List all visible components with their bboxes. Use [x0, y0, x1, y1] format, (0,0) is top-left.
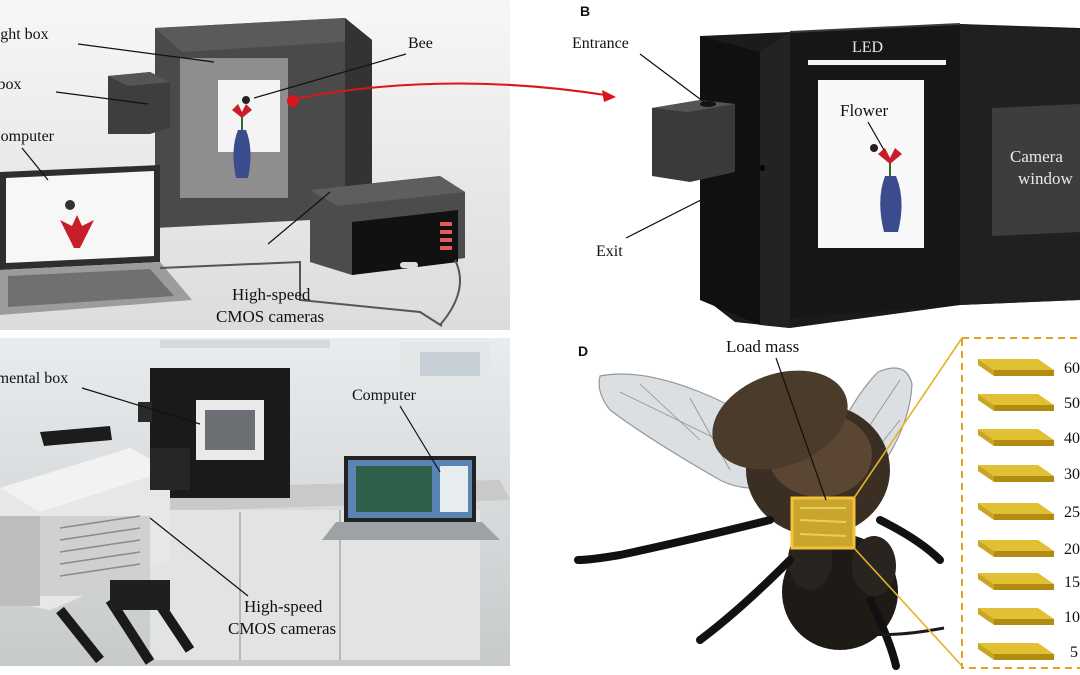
plate-30 [978, 465, 1054, 482]
label-load-mass: Load mass [726, 337, 799, 356]
label-light-box: Light box [0, 26, 49, 43]
plate-40 [978, 429, 1054, 446]
label-led: LED [852, 39, 883, 56]
plate-25 [978, 503, 1054, 520]
panel-a: Light box Entry box Computer Bee High-sp… [0, 0, 616, 330]
entrance-box-3d [652, 100, 765, 182]
label-exit: Exit [596, 243, 623, 260]
panel-d: D [574, 337, 1080, 670]
label-bee: Bee [408, 35, 433, 52]
mass-label-50: 50 [1064, 395, 1080, 412]
mass-label-15: 15 [1064, 574, 1080, 591]
panel-letter-b: B [580, 3, 590, 19]
vase-flower-b-icon [870, 144, 902, 232]
camera-photo [0, 426, 195, 665]
mass-label-5: 5 [1070, 644, 1078, 661]
mass-label-25: 25 [1064, 504, 1080, 521]
label-entry-box: Entry box [0, 76, 22, 93]
plate-50 [978, 394, 1054, 411]
plate-10 [978, 608, 1054, 625]
plate-20 [978, 540, 1054, 557]
label-entrance: Entrance [572, 35, 629, 52]
label-camera-window-1: Camera [1010, 147, 1063, 166]
laptop-drawing [0, 165, 192, 315]
mass-label-20: 20 [1064, 541, 1080, 558]
panel-b: B Entrance LED Flower [572, 3, 1080, 328]
experimental-box-photo [138, 368, 290, 498]
label-cameras-c-1: High-speed [244, 597, 323, 616]
flower-card [818, 80, 924, 248]
bee-photo [574, 367, 945, 670]
panel-letter-d: D [578, 343, 588, 359]
label-computer-c: Computer [352, 387, 417, 404]
label-cameras-a-1: High-speed [232, 285, 311, 304]
plate-5 [978, 643, 1054, 660]
label-camera-window-2: window [1018, 169, 1074, 188]
label-cameras-a-2: CMOS cameras [216, 307, 324, 326]
bee-icon [242, 96, 250, 104]
mass-label-10: 10 [1064, 609, 1080, 626]
label-experimental-box: Experimental box [0, 370, 68, 387]
load-mass-marker [790, 496, 856, 550]
label-flower: Flower [840, 101, 889, 120]
plate-15 [978, 573, 1054, 590]
led-bar [808, 60, 946, 65]
red-arrow [298, 82, 613, 99]
panel-c: Experimental box Computer High-speed CMO… [0, 338, 510, 666]
mass-label-40: 40 [1064, 430, 1080, 447]
mass-label-30: 30 [1064, 466, 1080, 483]
plate-60 [978, 359, 1054, 376]
camera-box-3d [310, 176, 465, 275]
vase-flower-icon [232, 104, 252, 178]
label-cameras-c-2: CMOS cameras [228, 619, 336, 638]
mass-label-60: 60 [1064, 360, 1080, 377]
label-computer-a: Computer [0, 128, 55, 145]
red-marker [287, 95, 299, 107]
camera-window [992, 104, 1080, 236]
laptop-photo [322, 456, 500, 540]
